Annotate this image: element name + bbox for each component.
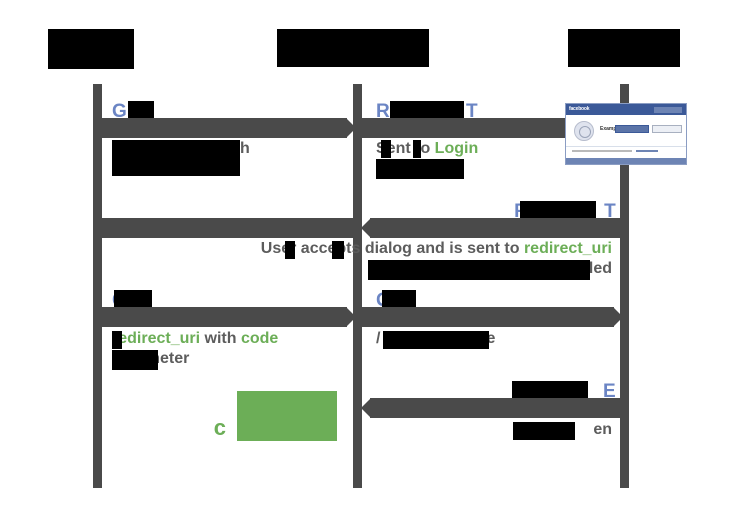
redaction-box-message-4-note-b <box>112 350 158 370</box>
facebook-dialog-titlebar-button[interactable] <box>654 106 682 113</box>
redaction-box-facebook-header <box>568 29 680 67</box>
message-4-arrow <box>101 307 356 327</box>
lifeline-facebook <box>620 84 629 488</box>
message-5-note: /e <box>376 330 496 347</box>
message-4-arrow-bar <box>101 307 347 327</box>
facebook-footer-link[interactable] <box>636 150 658 152</box>
redaction-box-message-7-note <box>237 391 337 441</box>
redaction-box-message-1-verb <box>128 101 154 121</box>
redaction-box-message-2-note-a <box>381 140 391 158</box>
redaction-box-server-header <box>277 29 429 67</box>
message-6-arrow-head <box>361 398 371 418</box>
facebook-dialog-footer <box>566 146 686 155</box>
message-3-arrow-bar-left <box>101 218 357 238</box>
message-6-arrow-bar <box>370 398 623 418</box>
message-5-arrow-head <box>613 307 623 327</box>
message-1-arrow-head <box>346 118 356 138</box>
redaction-box-message-3-verb <box>520 201 596 221</box>
redaction-box-message-6-verb <box>512 381 588 401</box>
redaction-box-message-5-verb <box>382 290 416 310</box>
message-1-note: h <box>240 140 250 157</box>
redaction-box-message-3-note-b <box>332 241 344 259</box>
message-3-note-line-1: User accepts dialog and is sent to redir… <box>260 240 612 257</box>
redaction-box-message-4-verb <box>114 290 152 310</box>
redaction-box-message-2-verb <box>390 101 464 121</box>
message-3-arrow-segment-left <box>101 218 357 238</box>
redaction-box-message-2-note-c <box>376 159 464 179</box>
message-4-note-line-1: redirect_uri with code <box>112 330 279 347</box>
message-6-arrow <box>361 398 623 418</box>
lifeline-browser <box>93 84 102 488</box>
message-5-arrow <box>361 307 623 327</box>
facebook-footer-line-1 <box>572 150 632 152</box>
facebook-dialog-bottom-bar <box>566 158 686 164</box>
facebook-brand-label: facebook <box>569 106 590 112</box>
redaction-box-message-3-note-a <box>285 241 295 259</box>
facebook-dialog-body: Example OAuth App <box>566 115 686 162</box>
message-3-arrow-head <box>361 218 371 238</box>
facebook-cancel-button[interactable] <box>652 125 682 133</box>
facebook-app-icon <box>574 121 594 141</box>
redaction-box-message-4-note-a <box>112 331 122 349</box>
message-1-arrow <box>101 118 356 138</box>
redaction-box-message-6-note <box>513 422 575 440</box>
redaction-box-message-3-note-c <box>368 260 590 280</box>
lifeline-server <box>353 84 362 488</box>
facebook-login-dialog-thumbnail[interactable]: facebook Example OAuth App <box>565 103 687 165</box>
redaction-box-message-5-note <box>383 331 489 349</box>
message-2-arrow-bar <box>361 118 614 138</box>
redaction-box-message-2-note-b <box>413 140 421 158</box>
facebook-dialog-titlebar <box>566 104 686 115</box>
message-3-arrow-bar-right <box>370 218 623 238</box>
message-5-arrow-bar <box>361 307 614 327</box>
message-4-arrow-head <box>346 307 356 327</box>
message-6-note: aen <box>522 421 612 438</box>
message-1-arrow-bar <box>101 118 347 138</box>
redaction-box-message-1-note <box>112 140 240 176</box>
facebook-login-button[interactable] <box>615 125 649 133</box>
redaction-box-browser-header <box>48 29 134 69</box>
message-3-arrow-segment-right <box>361 218 623 238</box>
message-1-verb: G <box>112 101 128 122</box>
message-2-note-line-1: Sent to Login <box>376 140 479 157</box>
